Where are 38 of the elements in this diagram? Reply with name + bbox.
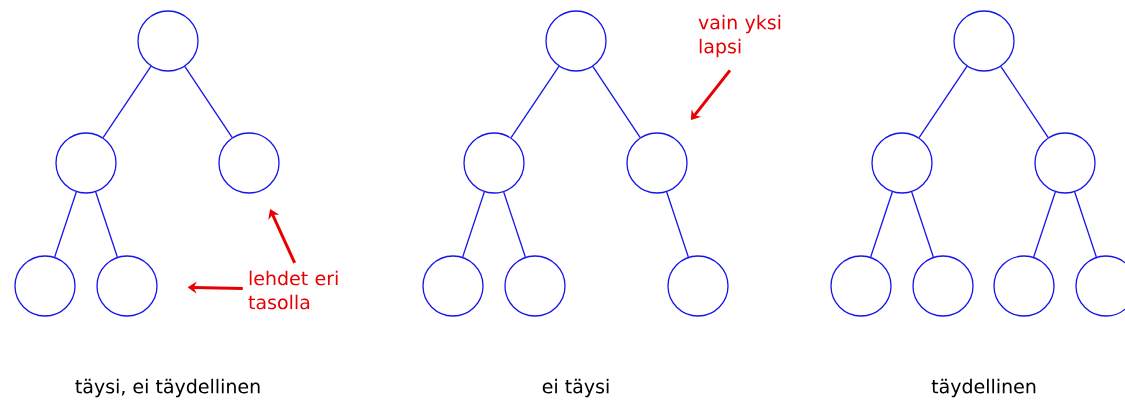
tree-node-circle [993, 255, 1055, 317]
tree-node-circle [96, 255, 158, 317]
tree-node-circle [626, 132, 688, 194]
tree-node-circle [14, 255, 76, 317]
tree-edge [503, 191, 526, 258]
tree-node-circle [871, 132, 933, 194]
tree-edge [54, 191, 77, 258]
tree-node-circle [545, 10, 607, 72]
tree-node-circle [137, 10, 199, 72]
tree-node-circle [218, 132, 280, 194]
tree-edge [666, 191, 689, 258]
tree-edge [510, 65, 560, 139]
tree-edge [1033, 191, 1056, 258]
caption-text: täydellinen [931, 378, 1036, 398]
tree-edge [911, 191, 934, 258]
tree-edge [1000, 65, 1049, 139]
tree-node-circle [422, 255, 484, 317]
tree-node-circle [667, 255, 729, 317]
caption-text: täysi, ei täydellinen [75, 378, 260, 398]
tree-edge [592, 65, 641, 139]
tree-node-circle [830, 255, 892, 317]
tree-edge [918, 65, 968, 139]
annotation-text: lehdet eri tasolla [248, 270, 338, 310]
tree-node-circle [463, 132, 525, 194]
annotation-text: vain yksi lapsi [698, 14, 781, 58]
tree-edge [102, 65, 152, 139]
tree-edge [462, 191, 485, 258]
arrow [268, 209, 297, 264]
tree-node-circle [1034, 132, 1096, 194]
tree-node-circle [504, 255, 566, 317]
tree-node-circle [912, 255, 974, 317]
tree-edge [95, 191, 118, 258]
tree-node-circle [953, 10, 1015, 72]
tree-node-circle [55, 132, 117, 194]
tree-edge [1074, 191, 1097, 258]
tree-edge [184, 65, 233, 139]
tree-edge [870, 191, 893, 258]
caption-text: ei täysi [542, 378, 609, 398]
